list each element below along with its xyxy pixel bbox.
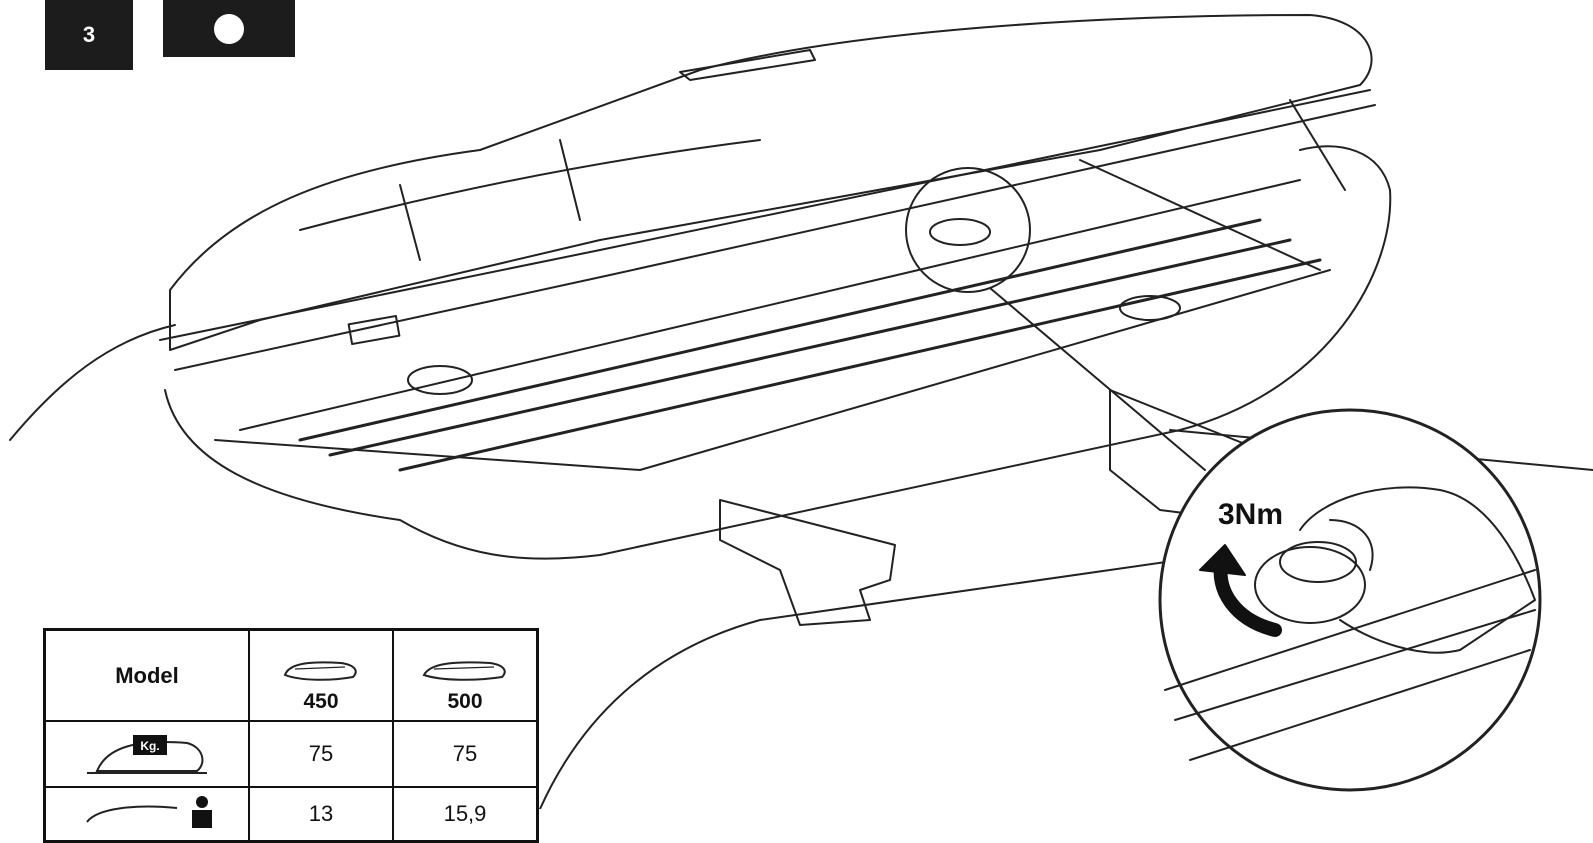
box-base-inner — [239, 179, 1301, 431]
roof-box-illustration — [9, 14, 1593, 809]
roof-load-kg-graphic: Kg. — [87, 734, 207, 774]
zoom-hand — [1299, 486, 1536, 654]
box-lid-edge — [174, 104, 1376, 371]
box-lid-handle — [679, 49, 816, 81]
load-450-value: 75 — [248, 720, 394, 788]
step-dot-badge — [163, 0, 295, 57]
zoom-rail — [1174, 609, 1536, 721]
box-base — [164, 145, 1392, 560]
step-number-badge: 3 — [45, 0, 133, 70]
roof-bar-front — [719, 499, 896, 626]
zoom-knob — [1254, 546, 1366, 624]
zoom-hand-finger — [1329, 519, 1374, 571]
zoom-detail-circle — [1158, 408, 1542, 792]
roof-box-large-icon — [422, 661, 506, 681]
detail-highlight-circle — [905, 167, 1031, 293]
specs-table: Model 450 500 Kg. 75 75 — [43, 628, 539, 843]
box-lid-ridge — [559, 139, 581, 221]
roof-load-kg-icon: Kg. — [43, 720, 250, 788]
box-lid-ridge — [399, 184, 421, 261]
white-dot-icon — [214, 13, 244, 44]
kg-icon-text: Kg. — [140, 739, 159, 753]
car-roof-line — [9, 324, 176, 441]
box-lid — [169, 14, 1373, 351]
lid-strut — [1289, 99, 1346, 191]
zoom-knob-top — [1279, 541, 1357, 583]
model-450-label: 450 — [303, 690, 339, 713]
step-number: 3 — [82, 22, 96, 47]
specs-row-weight: 13 15,9 — [43, 786, 539, 843]
mount-knob — [407, 365, 473, 395]
roof-box-small-icon — [283, 661, 357, 681]
weight-450-value: 13 — [248, 786, 394, 843]
box-weight-graphic — [86, 795, 212, 828]
box-base-inner — [214, 269, 1331, 471]
mount-rail — [298, 218, 1262, 442]
zoom-rail — [1189, 649, 1531, 761]
box-weight-person-icon — [43, 786, 250, 843]
lid-strut — [1079, 159, 1321, 271]
lock-latch — [347, 314, 401, 346]
model-500-cell: 500 — [392, 628, 539, 722]
mount-knob — [1119, 295, 1181, 321]
mount-rail — [328, 238, 1292, 457]
specs-header-row: Model 450 500 — [43, 628, 539, 722]
torque-label: 3Nm — [1218, 498, 1284, 531]
box-lid-edge — [159, 89, 1371, 341]
load-500-value: 75 — [392, 720, 539, 788]
model-450-cell: 450 — [248, 628, 394, 722]
car-roof-line — [539, 559, 1181, 809]
model-500-label: 500 — [447, 690, 483, 713]
mount-rail — [398, 258, 1322, 472]
specs-row-load: Kg. 75 75 — [43, 720, 539, 788]
zoom-hand-and-knob — [1164, 486, 1536, 761]
zoom-rail — [1164, 569, 1536, 691]
rotation-arrowhead — [1199, 544, 1246, 576]
model-header: Model — [43, 628, 250, 722]
mount-knob — [929, 218, 991, 246]
callout-leader-line — [989, 287, 1206, 471]
box-lid-ridge — [299, 139, 761, 231]
weight-500-value: 15,9 — [392, 786, 539, 843]
